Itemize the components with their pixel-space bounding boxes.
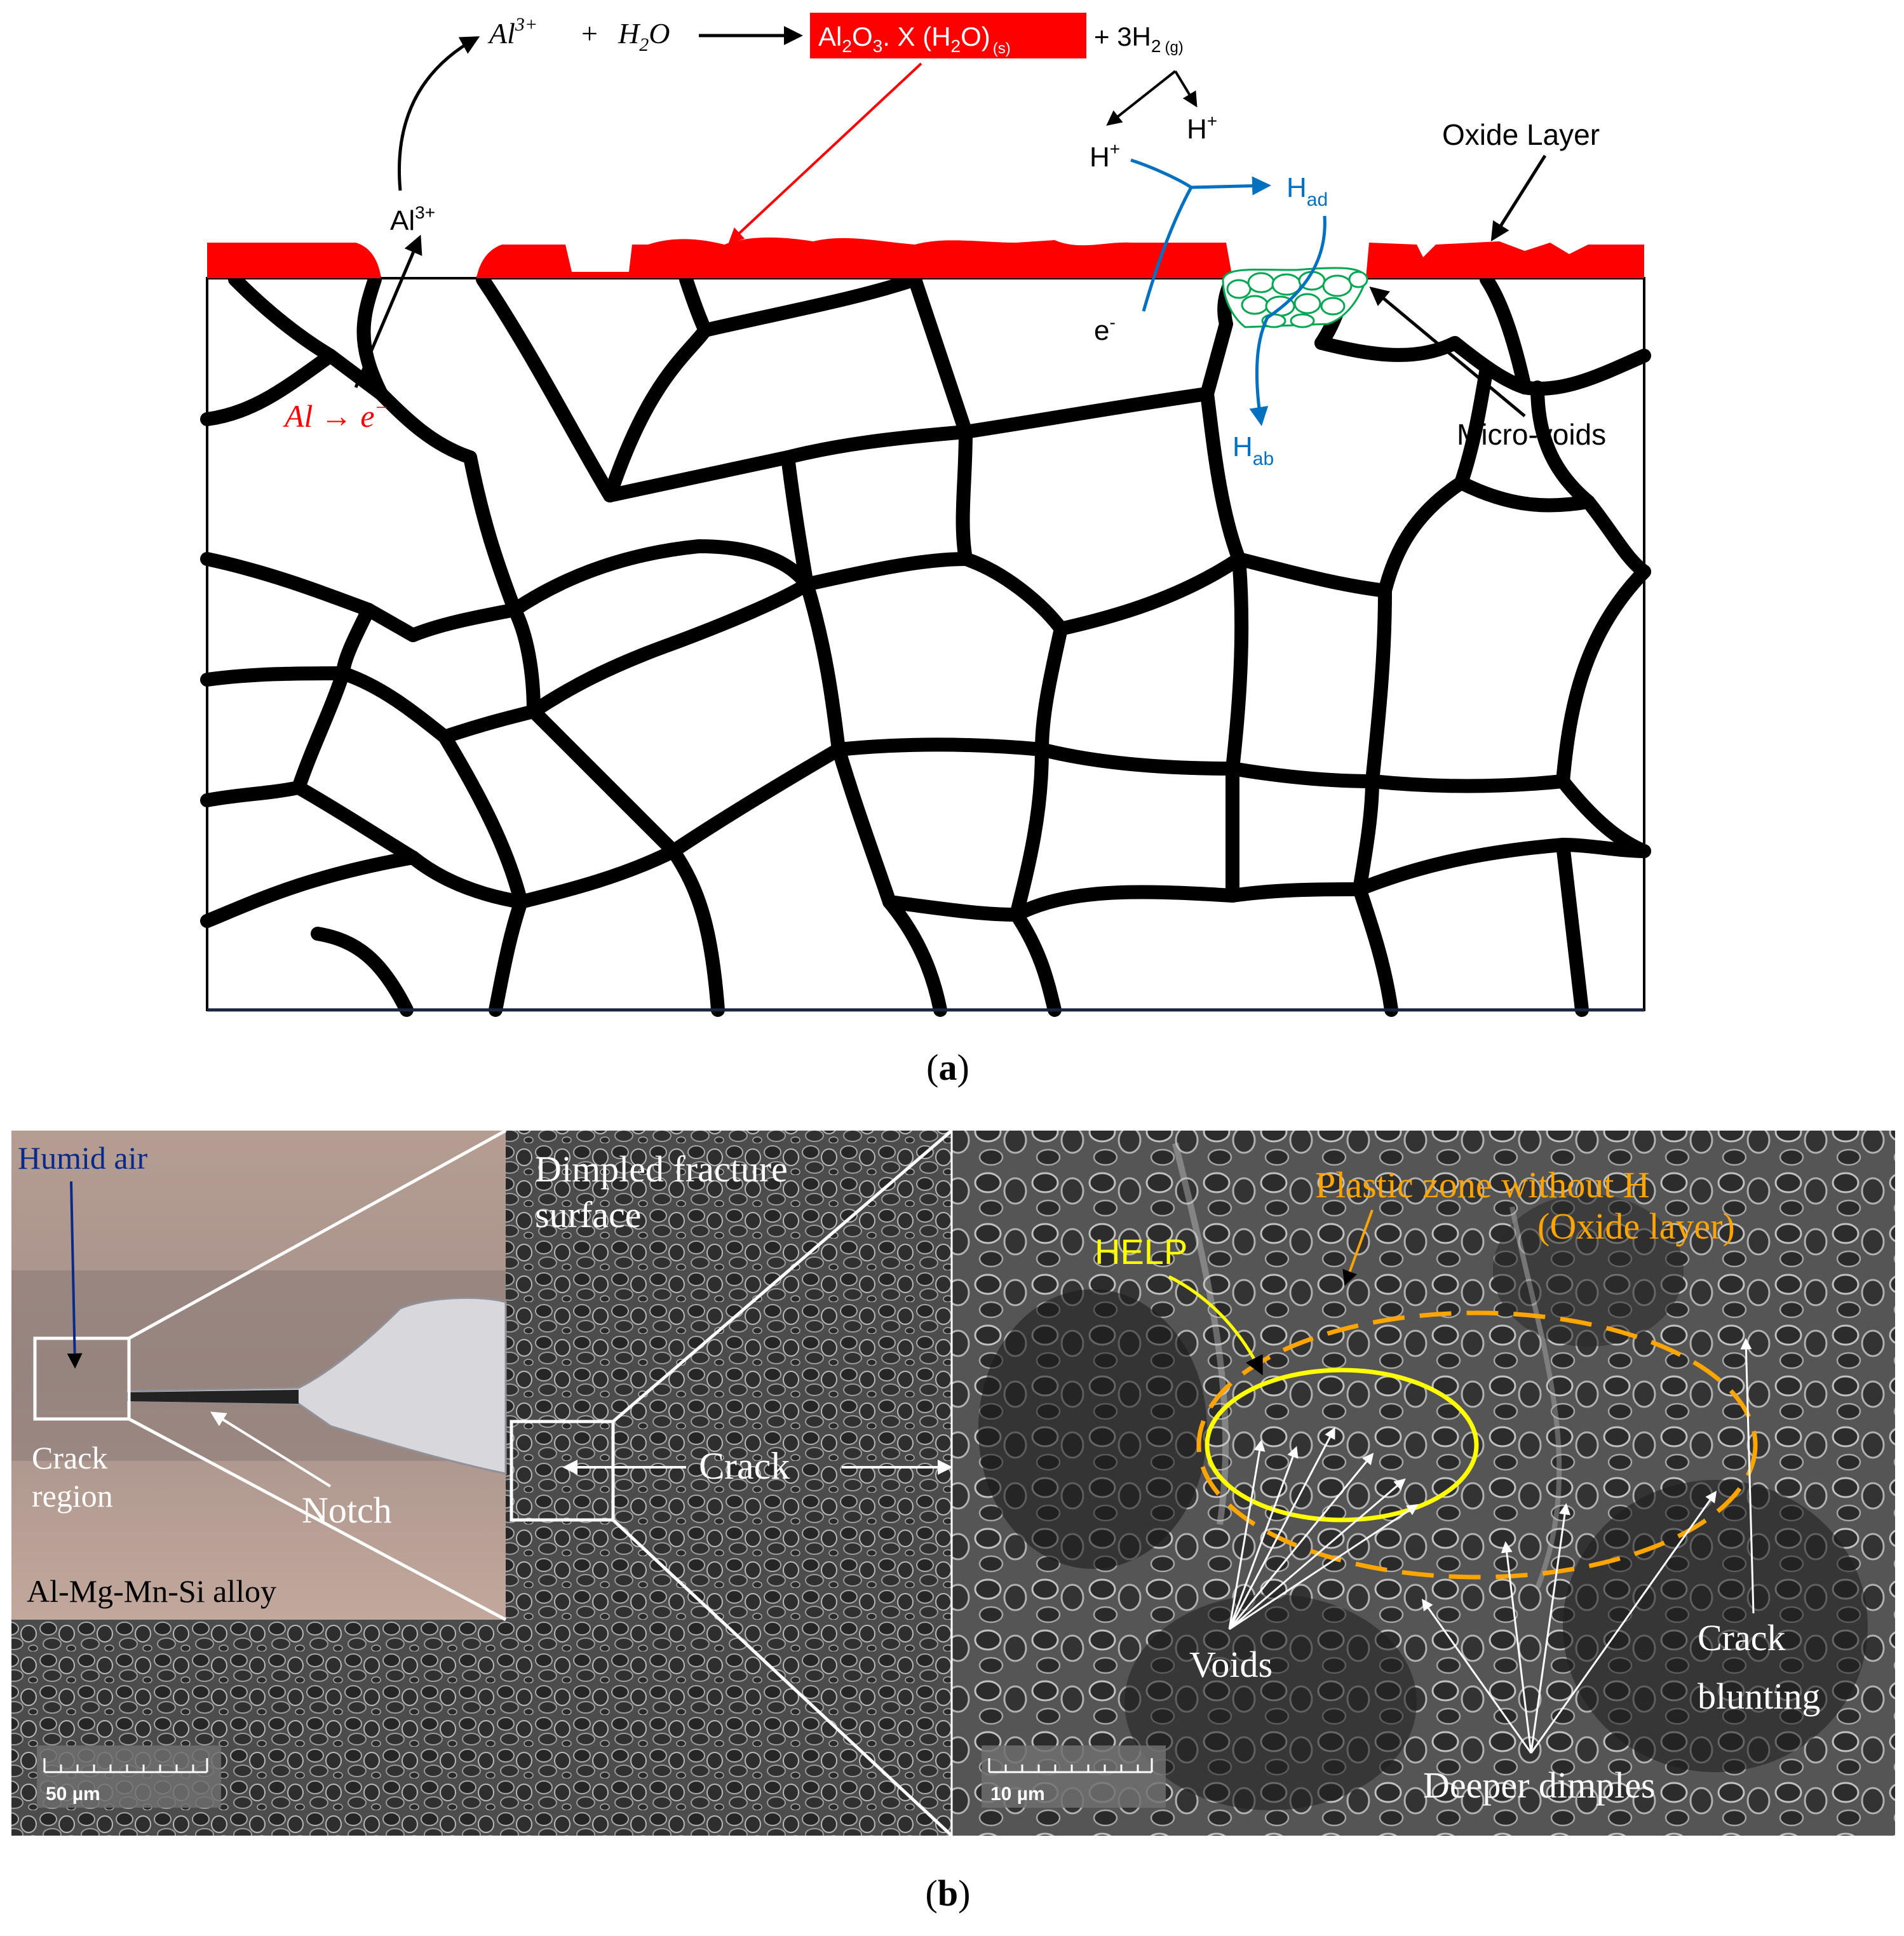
reaction-al-ion: Al3+ (487, 14, 537, 50)
scale-bar-right: 10 µm (982, 1745, 1166, 1808)
scale-right-label: 10 µm (990, 1784, 1045, 1805)
plastic-zone-label-line2: (Oxide layer) (1537, 1206, 1735, 1247)
crack-blunting-label-line1: Crack (1698, 1617, 1786, 1658)
al-ion-to-equation-arrow (398, 36, 480, 191)
zoom-line-3 (612, 1129, 953, 1423)
h2-split-arrow-right (1174, 70, 1198, 108)
crack-region-label-line2: region (32, 1478, 113, 1514)
humid-air-label: Humid air (18, 1140, 147, 1176)
oxide-layer-label: Oxide Layer (1442, 118, 1600, 151)
help-ellipse (1205, 1368, 1479, 1523)
zoom-line-1 (128, 1129, 507, 1340)
hydrogen-gas: + 3H2(g) (1094, 22, 1184, 56)
crack-region-box (33, 1336, 131, 1421)
crack-blunting-arrow (1740, 1338, 1755, 1614)
notch-label: Notch (302, 1489, 392, 1531)
notch-arrow (210, 1411, 332, 1488)
electron-label: e- (1094, 313, 1116, 346)
oxidation-to-al-ion-arrow (354, 234, 422, 388)
oxide-product-formula: Al2O3. X (H2O)(s) (818, 22, 1011, 57)
plastic-zone-ellipse (1196, 1310, 1758, 1580)
plastic-zone-label-line1: Plastic zone without H (1315, 1164, 1650, 1206)
h-plus-right: H+ (1187, 111, 1217, 145)
caption-a: (a) (926, 1047, 969, 1088)
dimpled-label-line2: surface (535, 1194, 641, 1235)
micro-voids-arrow (1369, 286, 1526, 417)
oxide-to-layer-arrow (728, 62, 922, 244)
crack-selection-box (510, 1420, 615, 1522)
reaction-plus: + (581, 17, 598, 50)
micro-voids-label: Micro-voids (1457, 418, 1606, 451)
reaction-equation: Al3+ + H2O Al2O3. X (H2O)(s) + 3H2(g) (398, 13, 1198, 244)
al-ion-label: Al3+ (390, 203, 435, 236)
aluminum-labels: Al3+ Al → e− (283, 203, 435, 434)
voids-arrows (1228, 1427, 1419, 1630)
hydrogen-labels: H+ H+ Had Hab e- (1090, 111, 1328, 469)
h-plus-to-had-arrow (1130, 158, 1271, 196)
oxide-product-box (810, 13, 1086, 58)
crack-blunting-label-line2: blunting (1698, 1676, 1820, 1717)
notch-shape (126, 1296, 507, 1475)
oxidation-label: Al → e− (283, 396, 388, 434)
specimen-photo: Humid air Crack region Notch Al-Mg-Mn-Si… (11, 1131, 507, 1620)
dimpled-label-line1: Dimpled fracture (535, 1148, 788, 1190)
panel-a: Al3+ + H2O Al2O3. X (H2O)(s) + 3H2(g) (200, 13, 1651, 1088)
electron-path (1142, 186, 1193, 312)
oxide-layer-arrow (1490, 154, 1547, 242)
h-absorbed: Hab (1232, 431, 1274, 469)
reaction-water: H2O (618, 17, 670, 55)
crack-region-label-line1: Crack (32, 1440, 107, 1476)
alloy-label: Al-Mg-Mn-Si alloy (27, 1573, 276, 1609)
help-arrow (1168, 1275, 1263, 1376)
plastic-zone-arrow (1342, 1209, 1374, 1286)
h-adsorbed: Had (1286, 172, 1328, 210)
h2-split-arrows (1106, 70, 1177, 126)
h-plus-left: H+ (1090, 139, 1120, 173)
humid-air-arrow (67, 1181, 83, 1369)
scale-left-label: 50 µm (46, 1784, 100, 1805)
oxide-layer-callout: Oxide Layer (1442, 118, 1600, 242)
help-label: HELP (1095, 1232, 1187, 1272)
caption-b: (b) (926, 1872, 971, 1914)
grain-structure (200, 272, 1651, 1017)
crack-label: Crack (699, 1445, 790, 1487)
micro-voids-callout: Micro-voids (1369, 286, 1606, 451)
zoom-line-4 (612, 1519, 953, 1837)
micro-voids-cluster (1222, 267, 1368, 328)
deeper-dimples-label: Deeper dimples (1423, 1765, 1656, 1806)
deeper-dimples-arrows (1421, 1491, 1717, 1754)
had-to-hab-arrow (1249, 215, 1327, 426)
oxide-layer (207, 237, 1644, 278)
panel-b: Humid air Crack region Notch Al-Mg-Mn-Si… (11, 1129, 1895, 1914)
zoom-line-2 (128, 1417, 507, 1622)
scale-bar-left: 50 µm (37, 1745, 221, 1808)
voids-label: Voids (1189, 1644, 1273, 1685)
